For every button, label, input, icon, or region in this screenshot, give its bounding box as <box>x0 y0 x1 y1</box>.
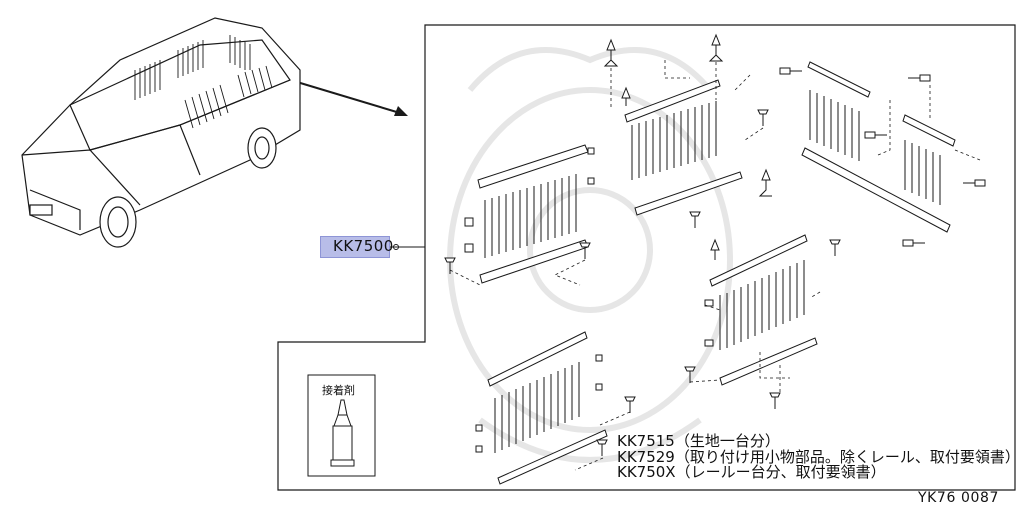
curtain-panel-icon <box>487 331 608 485</box>
adhesive-tube-icon <box>330 399 355 467</box>
part-number-callout[interactable] <box>320 236 390 258</box>
curtain-panel-icon <box>624 79 743 216</box>
curtain-panel-icon <box>477 144 589 284</box>
note-kk7529: KK7529（取り付け用小物部品。除くレール、取付要領書） <box>617 447 1020 466</box>
part-number-label: KK7500 <box>333 237 394 255</box>
arrow-icon <box>296 81 408 116</box>
vehicle-illustration <box>21 17 301 248</box>
curtain-panel-icon <box>801 61 956 233</box>
note-kk750x: KK750X（レールー台分、取付要領書） <box>617 463 886 481</box>
clip-icon <box>464 33 772 453</box>
curtain-panel-icon <box>709 234 818 386</box>
adhesive-label: 接着剤 <box>322 384 355 397</box>
parts-notes: KK7515（生地一台分） KK7529（取り付け用小物部品。除くレール、取付要… <box>617 432 1020 481</box>
diagram-frame <box>277 24 1016 491</box>
diagram-id: YK76 0087 <box>918 490 1000 506</box>
assembly-guides <box>449 60 981 471</box>
screw-icon <box>444 67 986 456</box>
note-kk7515: KK7515（生地一台分） <box>617 432 780 450</box>
